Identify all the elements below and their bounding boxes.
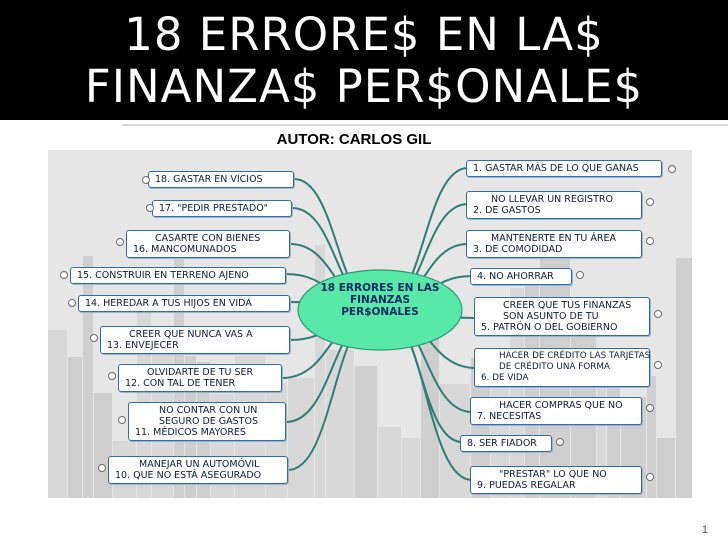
author-label: AUTOR: CARLOS GIL bbox=[276, 131, 432, 148]
expand-icon[interactable] bbox=[108, 372, 116, 380]
center-node-line-3: PER$ONALES bbox=[341, 306, 419, 318]
error-item-text: 5. PATRÓN O DEL GOBIERNO bbox=[481, 322, 618, 333]
error-item-text: 13. ENVEJECER bbox=[107, 340, 179, 351]
error-item-text: 17. "PEDIR PRESTADO" bbox=[159, 203, 269, 214]
expand-icon[interactable] bbox=[646, 198, 654, 206]
error-item-text: 12. CON TAL DE TENER bbox=[125, 378, 236, 389]
error-item-11[interactable]: NO CONTAR CON UN SEGURO DE GASTOS 11. MÉ… bbox=[128, 402, 286, 441]
error-item-10[interactable]: MANEJAR UN AUTOMÓVIL 10. QUE NO ESTÁ ASE… bbox=[108, 456, 288, 484]
error-item-text: 3. DE COMODIDAD bbox=[473, 244, 563, 255]
error-item-16[interactable]: CASARTE CON BIENES 16. MANCOMUNADOS bbox=[126, 230, 290, 258]
error-item-17[interactable]: 17. "PEDIR PRESTADO" bbox=[152, 200, 292, 217]
slide-title-line-2: FINANZA$ PER$ONALE$ bbox=[84, 60, 644, 113]
title-divider bbox=[122, 124, 728, 126]
expand-icon[interactable] bbox=[118, 416, 126, 424]
slide-title: 18 ERRORE$ EN LA$ FINANZA$ PER$ONALE$ bbox=[0, 0, 728, 120]
error-item-text: 6. DE VIDA bbox=[481, 373, 529, 383]
error-item-text: NO LLEVAR UN REGISTRO bbox=[491, 194, 613, 205]
error-item-5[interactable]: CREER QUE TUS FINANZAS SON ASUNTO DE TU … bbox=[474, 297, 650, 336]
error-item-2[interactable]: NO LLEVAR UN REGISTRO 2. DE GASTOS bbox=[466, 191, 642, 219]
expand-icon[interactable] bbox=[90, 334, 98, 342]
error-item-text: "PRESTAR" LO QUE NO bbox=[499, 469, 607, 480]
error-item-text: 2. DE GASTOS bbox=[473, 205, 541, 216]
error-item-text: DE CRÉDITO UNA FORMA bbox=[499, 362, 610, 372]
error-item-4[interactable]: 4. NO AHORRAR bbox=[470, 268, 572, 285]
error-item-3[interactable]: MANTENERTE EN TU ÁREA 3. DE COMODIDAD bbox=[466, 230, 642, 258]
expand-icon[interactable] bbox=[556, 438, 564, 446]
error-item-text: 18. GASTAR EN VICIOS bbox=[155, 174, 263, 185]
error-item-text: 10. QUE NO ESTÁ ASEGURADO bbox=[115, 470, 262, 481]
expand-icon[interactable] bbox=[654, 361, 662, 369]
error-item-text: MANEJAR UN AUTOMÓVIL bbox=[139, 459, 260, 470]
error-item-9[interactable]: "PRESTAR" LO QUE NO 9. PUEDAS REGALAR bbox=[470, 466, 642, 494]
error-item-text: 9. PUEDAS REGALAR bbox=[477, 480, 576, 491]
expand-icon[interactable] bbox=[98, 464, 106, 472]
error-item-13[interactable]: CREER QUE NUNCA VAS A 13. ENVEJECER bbox=[100, 326, 290, 354]
center-node-line-1: 18 ERRORES EN LAS bbox=[320, 282, 440, 294]
slide-title-line-1: 18 ERRORE$ EN LA$ bbox=[124, 8, 604, 61]
page-number: 1 bbox=[701, 524, 708, 536]
error-item-6[interactable]: HACER DE CRÉDITO LAS TARJETAS DE CRÉDITO… bbox=[474, 348, 650, 387]
error-item-text: 14. HEREDAR A TUS HIJOS EN VIDA bbox=[85, 298, 252, 309]
error-item-text: 4. NO AHORRAR bbox=[477, 271, 554, 282]
error-item-1[interactable]: 1. GASTAR MÁS DE LO QUE GANAS bbox=[466, 160, 662, 177]
error-item-text: 7. NECESITAS bbox=[477, 411, 542, 422]
error-item-text: 15. CONSTRUIR EN TERRENO AJENO bbox=[77, 270, 249, 281]
error-item-text: CASARTE CON BIENES bbox=[155, 233, 261, 244]
expand-icon[interactable] bbox=[576, 271, 584, 279]
error-item-text: HACER DE CRÉDITO LAS TARJETAS bbox=[499, 351, 651, 361]
expand-icon[interactable] bbox=[68, 299, 76, 307]
error-item-text: MANTENERTE EN TU ÁREA bbox=[491, 233, 616, 244]
center-node-line-2: FINANZAS bbox=[349, 294, 411, 306]
center-node[interactable]: 18 ERRORES EN LAS FINANZAS PER$ONALES bbox=[300, 282, 460, 318]
error-item-text: CREER QUE TUS FINANZAS bbox=[503, 300, 632, 311]
error-item-8[interactable]: 8. SER FIADOR bbox=[460, 435, 552, 452]
expand-icon[interactable] bbox=[646, 404, 654, 412]
error-item-text: SEGURO DE GASTOS bbox=[159, 416, 258, 427]
mind-map: 18 ERRORES EN LAS FINANZAS PER$ONALES 1.… bbox=[48, 150, 692, 498]
error-item-text: 1. GASTAR MÁS DE LO QUE GANAS bbox=[473, 163, 639, 174]
error-item-text: NO CONTAR CON UN bbox=[159, 405, 258, 416]
expand-icon[interactable] bbox=[116, 238, 124, 246]
error-item-text: 16. MANCOMUNADOS bbox=[133, 244, 237, 255]
error-item-text: HACER COMPRAS QUE NO bbox=[499, 400, 623, 411]
expand-icon[interactable] bbox=[646, 473, 654, 481]
error-item-12[interactable]: OLVIDARTE DE TU SER 12. CON TAL DE TENER bbox=[118, 364, 282, 392]
error-item-text: 11. MÉDICOS MAYORES bbox=[135, 427, 246, 438]
error-item-text: CREER QUE NUNCA VAS A bbox=[129, 329, 253, 340]
error-item-18[interactable]: 18. GASTAR EN VICIOS bbox=[148, 171, 294, 188]
expand-icon[interactable] bbox=[668, 165, 676, 173]
error-item-15[interactable]: 15. CONSTRUIR EN TERRENO AJENO bbox=[70, 267, 286, 284]
expand-icon[interactable] bbox=[646, 237, 654, 245]
center-node-ellipse bbox=[297, 269, 463, 351]
error-item-7[interactable]: HACER COMPRAS QUE NO 7. NECESITAS bbox=[470, 397, 642, 425]
error-item-text: OLVIDARTE DE TU SER bbox=[147, 367, 254, 378]
expand-icon[interactable] bbox=[146, 204, 154, 212]
expand-icon[interactable] bbox=[142, 176, 150, 184]
error-item-text: SON ASUNTO DE TU bbox=[503, 311, 599, 322]
error-item-text: 8. SER FIADOR bbox=[467, 438, 537, 449]
expand-icon[interactable] bbox=[654, 310, 662, 318]
error-item-14[interactable]: 14. HEREDAR A TUS HIJOS EN VIDA bbox=[78, 295, 290, 312]
expand-icon[interactable] bbox=[60, 271, 68, 279]
